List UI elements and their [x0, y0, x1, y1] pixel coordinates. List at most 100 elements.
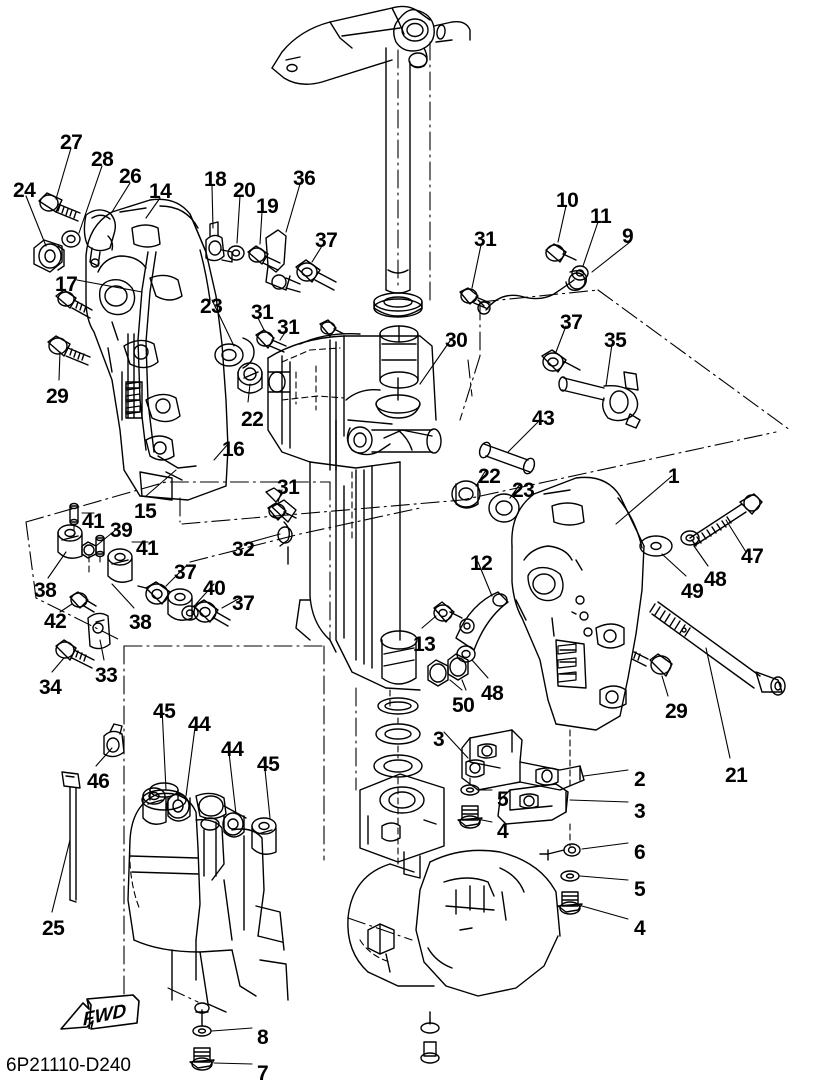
callout-number-49: 49 [681, 580, 704, 603]
callout-number-31: 31 [277, 476, 300, 499]
callout-number-38: 38 [129, 611, 152, 634]
callout-number-7: 7 [257, 1062, 269, 1085]
lever-36 [265, 229, 301, 293]
washer-20 [227, 245, 245, 261]
bushing-38-b [107, 548, 133, 583]
nut-24 [33, 239, 65, 273]
bolt-7 [189, 1047, 215, 1071]
callout-number-37: 37 [174, 561, 197, 584]
callout-number-3: 3 [634, 800, 646, 823]
fitting-6 [539, 843, 581, 861]
seal-44-a [166, 793, 191, 822]
bushing-40 [167, 588, 199, 621]
callout-number-48: 48 [704, 568, 727, 591]
callout-number-1: 1 [668, 465, 680, 488]
bracket-33 [87, 612, 111, 650]
washer-5-b [560, 870, 580, 882]
callout-number-28: 28 [91, 148, 114, 171]
callout-number-14: 14 [149, 180, 172, 203]
bolt-31-e [265, 487, 283, 503]
bracket-3-lower [497, 783, 569, 825]
callout-number-20: 20 [233, 179, 256, 202]
callout-number-31: 31 [277, 316, 300, 339]
callout-number-29: 29 [665, 700, 688, 723]
callout-number-47: 47 [741, 545, 764, 568]
callout-number-27: 27 [60, 131, 83, 154]
screw-42 [69, 591, 97, 613]
callout-number-4: 4 [497, 820, 509, 843]
callout-number-19: 19 [256, 195, 279, 218]
hidden-edges [73, 347, 571, 1025]
callout-number-24: 24 [13, 179, 36, 202]
callout-number-6: 6 [634, 841, 646, 864]
bolt-31-b [319, 319, 345, 337]
lower-bushings [373, 630, 423, 778]
nut-39 [81, 541, 97, 559]
callout-number-43: 43 [532, 407, 555, 430]
callout-number-10: 10 [556, 189, 579, 212]
right-clamp-bracket [511, 476, 645, 731]
long-bolt-21 [649, 601, 786, 696]
callout-number-39: 39 [110, 519, 133, 542]
pin-41-a [69, 502, 79, 526]
bolt-37-right [541, 349, 581, 373]
callout-number-22: 22 [478, 465, 501, 488]
pin-41-b [95, 534, 105, 558]
callout-number-25: 25 [42, 917, 65, 940]
seal-45-b [251, 817, 277, 855]
callout-number-34: 34 [39, 676, 62, 699]
callout-number-8: 8 [257, 1026, 269, 1049]
bolt-4-b [557, 891, 583, 915]
callout-number-26: 26 [119, 165, 142, 188]
callout-number-13: 13 [413, 633, 436, 656]
bolt-13 [433, 601, 463, 623]
callout-number-35: 35 [604, 329, 627, 352]
shaft-35 [558, 371, 641, 429]
swivel-bracket [295, 419, 433, 691]
hose-assembly [477, 243, 589, 315]
callout-number-33: 33 [95, 664, 118, 687]
callout-number-4: 4 [634, 917, 646, 940]
callout-number-44: 44 [188, 713, 211, 736]
callout-number-29: 29 [46, 385, 69, 408]
bolt-47 [689, 493, 763, 547]
bolt-31-a [255, 329, 287, 353]
callout-number-18: 18 [204, 168, 227, 191]
callout-number-37: 37 [560, 311, 583, 334]
left-clamp-bracket [85, 198, 229, 501]
callout-number-17: 17 [55, 273, 78, 296]
diagram-code: 6P21110-D240 [6, 1055, 132, 1076]
lower-casing [347, 849, 561, 997]
bolt-37-upper [295, 259, 337, 291]
bolt-34 [55, 639, 95, 669]
callout-number-32: 32 [232, 538, 255, 561]
steering-arm [271, 5, 471, 85]
bolt-29-right [631, 651, 673, 677]
section-lines [25, 41, 791, 1007]
bolt-17 [55, 289, 93, 319]
left-rod [137, 251, 157, 453]
washers-49-48 [639, 530, 700, 557]
callout-number-41: 41 [82, 510, 105, 533]
callout-number-50: 50 [452, 694, 475, 717]
bracket-18 [205, 221, 233, 263]
callout-number-31: 31 [474, 228, 497, 251]
callout-number-21: 21 [725, 764, 748, 787]
callout-number-40: 40 [203, 577, 226, 600]
seal-45-a [142, 787, 167, 825]
callout-number-5: 5 [634, 878, 646, 901]
bolt-37-lower-a [137, 581, 171, 605]
washer-5-a [460, 784, 480, 796]
callout-number-48: 48 [481, 682, 504, 705]
plate-12 [455, 591, 509, 651]
callout-number-45: 45 [153, 700, 176, 723]
bolt-19 [247, 245, 281, 271]
tilt-tube [329, 339, 337, 471]
callout-number-41: 41 [136, 537, 159, 560]
bolt-37-lower-b [193, 599, 231, 627]
callout-number-16: 16 [222, 438, 245, 461]
fwd-direction-marker: FWD [57, 993, 147, 1043]
bolt-4-a [457, 805, 483, 829]
steering-shaft [373, 47, 423, 419]
callout-number-5: 5 [497, 788, 509, 811]
